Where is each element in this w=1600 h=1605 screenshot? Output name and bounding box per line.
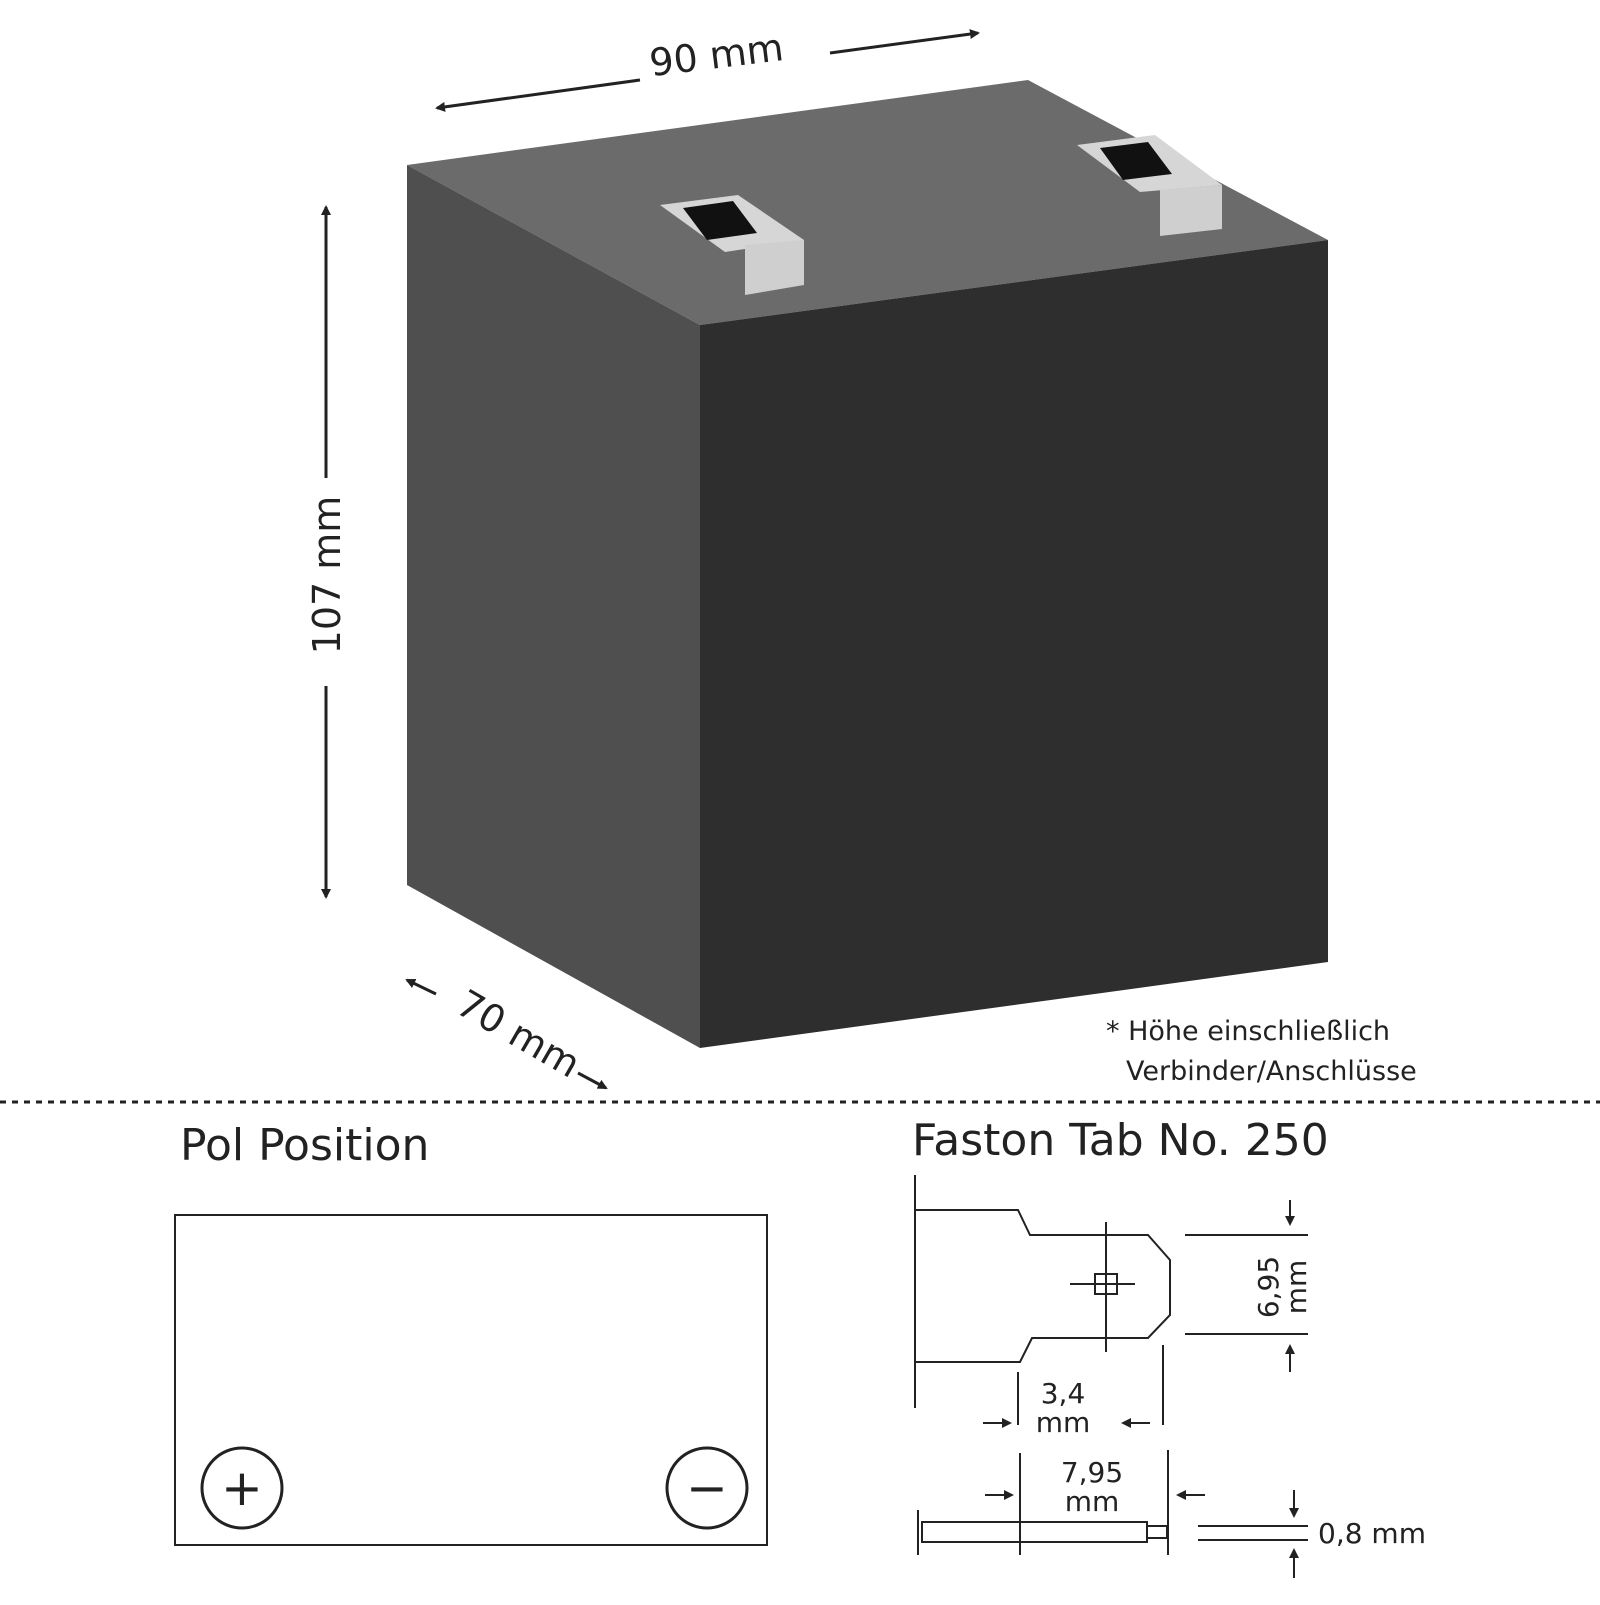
height-note-line1: * Höhe einschließlich [1106,1016,1390,1047]
height-dimension: 107 mm [305,205,349,899]
depth-dimension: 70 mm [405,978,608,1090]
faston-height-value: 6,95 [1252,1256,1285,1318]
minus-icon: − [686,1459,728,1517]
faston-title: Faston Tab No. 250 [912,1115,1329,1166]
height-note-line2: Verbinder/Anschlüsse [1126,1056,1417,1087]
plus-icon: + [221,1459,263,1517]
positive-terminal-symbol: + [200,1446,284,1530]
faston-height-unit: mm [1280,1260,1313,1315]
battery-front-face [700,240,1328,1048]
pol-position-box [174,1214,768,1546]
terminal-positive [660,195,804,295]
faston-tab-drawing [914,1175,1308,1578]
pol-position-title: Pol Position [180,1120,429,1171]
battery-top-face [407,80,1328,325]
faston-length-value: 7,95 [1061,1456,1123,1489]
width-label: 90 mm [647,25,786,85]
depth-label: 70 mm [449,981,587,1086]
battery-body [407,80,1328,1048]
faston-thickness-label: 0,8 mm [1318,1517,1426,1550]
height-label: 107 mm [305,496,349,655]
battery-left-face [407,165,700,1048]
faston-hole-unit: mm [1036,1406,1091,1439]
faston-length-unit: mm [1065,1485,1120,1518]
width-dimension: 90 mm [435,25,980,112]
terminal-negative [1077,135,1222,236]
negative-terminal-symbol: − [665,1446,749,1530]
faston-hole-value: 3,4 [1041,1377,1086,1410]
